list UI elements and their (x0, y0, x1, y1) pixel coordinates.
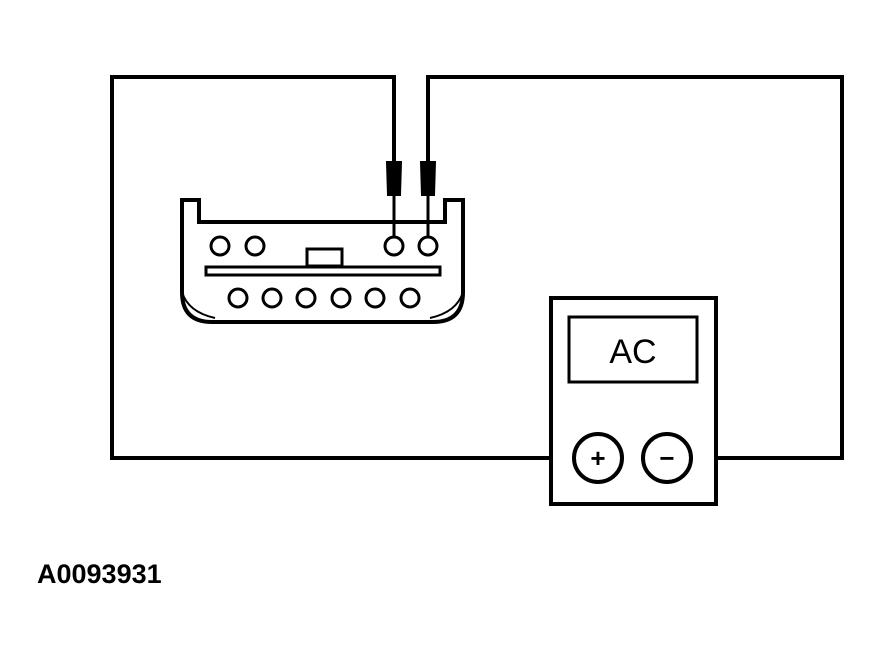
figure-id: A0093931 (37, 559, 162, 589)
circuit-wires (110, 75, 844, 460)
terminal-cavity (399, 287, 421, 309)
connector-inner-edge (181, 291, 216, 319)
negative-probe (419, 161, 437, 237)
positive-lead-wire (110, 75, 575, 460)
terminal-cavity (383, 235, 405, 257)
negative-terminal (641, 432, 693, 484)
connector (180, 198, 465, 324)
back-probes (385, 161, 437, 237)
multimeter: AC + − (549, 296, 718, 506)
positive-terminal-label: + (590, 443, 605, 473)
positive-terminal (572, 432, 624, 484)
positive-probe (385, 161, 403, 237)
terminal-cavity (209, 235, 231, 257)
multimeter-display (567, 315, 699, 384)
negative-terminal-label: − (659, 443, 674, 473)
connector-divider-bar (204, 265, 442, 277)
upper-terminal-row (209, 235, 439, 257)
multimeter-body (549, 296, 718, 506)
terminal-cavity (261, 287, 283, 309)
negative-lead-wire (426, 75, 844, 460)
multimeter-display-label: AC (609, 333, 656, 371)
connector-lock-tab (305, 247, 344, 268)
lower-terminal-row (227, 287, 421, 309)
terminal-cavity (295, 287, 317, 309)
connector-housing (180, 198, 465, 324)
terminal-cavity (244, 235, 266, 257)
terminal-cavity (330, 287, 352, 309)
terminal-cavity (227, 287, 249, 309)
terminal-cavity (417, 235, 439, 257)
terminal-cavity (364, 287, 386, 309)
